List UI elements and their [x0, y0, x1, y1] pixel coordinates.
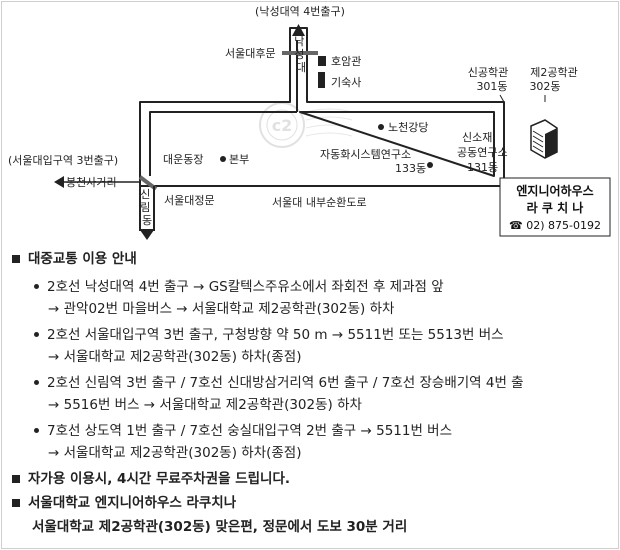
parking-row: 자가용 이용시, 4시간 무료주차권을 드립니다. — [12, 468, 608, 490]
square-bullet-icon — [12, 474, 20, 483]
bullet-icon — [34, 379, 39, 385]
nakseongdae-char3: 대 — [296, 61, 306, 74]
gongdong-label: 공동연구소 — [457, 146, 508, 159]
sillim-char2: 림 — [140, 201, 150, 214]
hotel-name1: 엔지니어하우스 — [516, 183, 593, 198]
bullet-icon — [34, 427, 39, 433]
location-detail-row: 서울대학교 제2공학관(302동) 맞은편, 정문에서 도보 30분 거리 — [12, 516, 608, 538]
parking-text: 자가용 이용시, 4시간 무료주차권을 드립니다. — [28, 471, 291, 487]
route-3-cont: → 5516번 버스 → 서울대학교 제2공학관(302동) 하차 — [48, 397, 362, 413]
gisuksa-building — [318, 72, 325, 88]
ring-road-label: 서울대 내부순환도로 — [272, 196, 367, 209]
location-heading-row: 서울대학교 엔지니어하우스 라쿠치나 — [12, 492, 608, 514]
building-icon — [530, 119, 558, 159]
nocheon-marker — [378, 124, 384, 130]
route-3-line-1: 2호선 신림역 3번 출구 / 7호선 신대방삼거리역 6번 출구 / 7호선 … — [12, 372, 608, 394]
jadonghwa-marker — [427, 162, 433, 168]
gisuksa-label: 기숙사 — [331, 76, 361, 89]
svg-text:c2: c2 — [272, 116, 293, 135]
sinsojae-num: 131동 — [467, 161, 498, 174]
snu-exit-label: (서울대입구역 3번출구) — [8, 154, 118, 167]
hotel-name2: 라 쿠 치 나 — [527, 200, 584, 215]
sillim-char1: 신 — [140, 188, 150, 201]
square-bullet-icon — [12, 498, 20, 507]
jadonghwa-label: 자동화시스템연구소 — [320, 148, 411, 161]
sin-gonghak-num: 301동 — [476, 80, 507, 93]
route-1-text: 2호선 낙성대역 4번 출구 → GS칼텍스주유소에서 좌회전 후 제과점 앞 — [47, 279, 444, 295]
hotel-phone: ☎ 02) 875-0192 — [509, 219, 601, 232]
nakseongdae-char1: 낙 — [294, 35, 304, 48]
route-1-cont: → 관악02번 마을버스 → 서울대학교 제2공학관(302동) 하차 — [48, 301, 395, 317]
hotel-box — [499, 177, 611, 237]
route-4-text: 7호선 상도역 1번 출구 / 7호선 숭실대입구역 2번 출구 → 5511번… — [47, 423, 453, 439]
sillim-char3: 동 — [142, 214, 152, 227]
route-1-line-1: 2호선 낙성대역 4번 출구 → GS칼텍스주유소에서 좌회전 후 제과점 앞 — [12, 276, 608, 298]
nakseongdae-road-label: 낙 성 대 — [294, 35, 308, 74]
north-arrow — [292, 24, 305, 36]
route-2-cont: → 서울대학교 제2공학관(302동) 하차(종점) — [48, 349, 302, 365]
ring-road — [139, 27, 505, 187]
main-gate-label: 서울대정문 — [164, 194, 215, 207]
nakseongdae-char2: 성 — [294, 48, 304, 61]
daeun-label: 대운동장 — [163, 153, 203, 166]
je2-gonghak-label: 제2공학관 — [530, 66, 577, 79]
route-1-line-2: → 관악02번 마을버스 → 서울대학교 제2공학관(302동) 하차 — [12, 298, 608, 320]
route-2-line-1: 2호선 서울대입구역 3번 출구, 구청방향 약 50 m → 5511번 또는… — [12, 324, 608, 346]
route-3-text: 2호선 신림역 3번 출구 / 7호선 신대방삼거리역 6번 출구 / 7호선 … — [47, 375, 524, 391]
sinsojae-label: 신소재 — [462, 131, 492, 144]
bullet-icon — [34, 283, 39, 289]
square-bullet-icon — [12, 254, 20, 263]
route-4-line-1: 7호선 상도역 1번 출구 / 7호선 숭실대입구역 2번 출구 → 5511번… — [12, 420, 608, 442]
je2-gonghak-num: 302동 — [529, 80, 560, 93]
nakseongdae-exit-label: (낙성대역 4번출구) — [255, 5, 345, 18]
route-4-cont: → 서울대학교 제2공학관(302동) 하차(종점) — [48, 445, 302, 461]
transit-heading-row: 대중교통 이용 안내 — [12, 248, 608, 270]
hoam-building — [318, 56, 326, 66]
route-3-line-2: → 5516번 버스 → 서울대학교 제2공학관(302동) 하차 — [12, 394, 608, 416]
sin-gonghak-label: 신공학관 — [468, 66, 508, 79]
bonbu-label: 본부 — [229, 153, 249, 166]
sillim-road-label: 신 림 동 — [140, 188, 154, 227]
campus-map: c2 (낙성대역 4번출구) 낙 — [8, 5, 611, 240]
back-gate-label: 서울대후문 — [225, 47, 276, 60]
route-2-text: 2호선 서울대입구역 3번 출구, 구청방향 약 50 m → 5511번 또는… — [47, 327, 504, 343]
hoam-label: 호암관 — [331, 55, 361, 68]
transit-info: 대중교통 이용 안내 2호선 낙성대역 4번 출구 → GS칼텍스주유소에서 좌… — [12, 248, 608, 538]
bongcheon-label: 봉천사거리 — [66, 175, 117, 189]
bullet-icon — [34, 331, 39, 337]
location-detail: 서울대학교 제2공학관(302동) 맞은편, 정문에서 도보 30분 거리 — [32, 519, 408, 535]
nocheon-label: 노천강당 — [388, 120, 428, 134]
location-heading: 서울대학교 엔지니어하우스 라쿠치나 — [28, 495, 237, 511]
route-4-line-2: → 서울대학교 제2공학관(302동) 하차(종점) — [12, 442, 608, 464]
jadonghwa-num: 133동 — [395, 162, 426, 175]
bonbu-marker — [220, 156, 226, 162]
route-2-line-2: → 서울대학교 제2공학관(302동) 하차(종점) — [12, 346, 608, 368]
transit-heading: 대중교통 이용 안내 — [28, 251, 137, 267]
